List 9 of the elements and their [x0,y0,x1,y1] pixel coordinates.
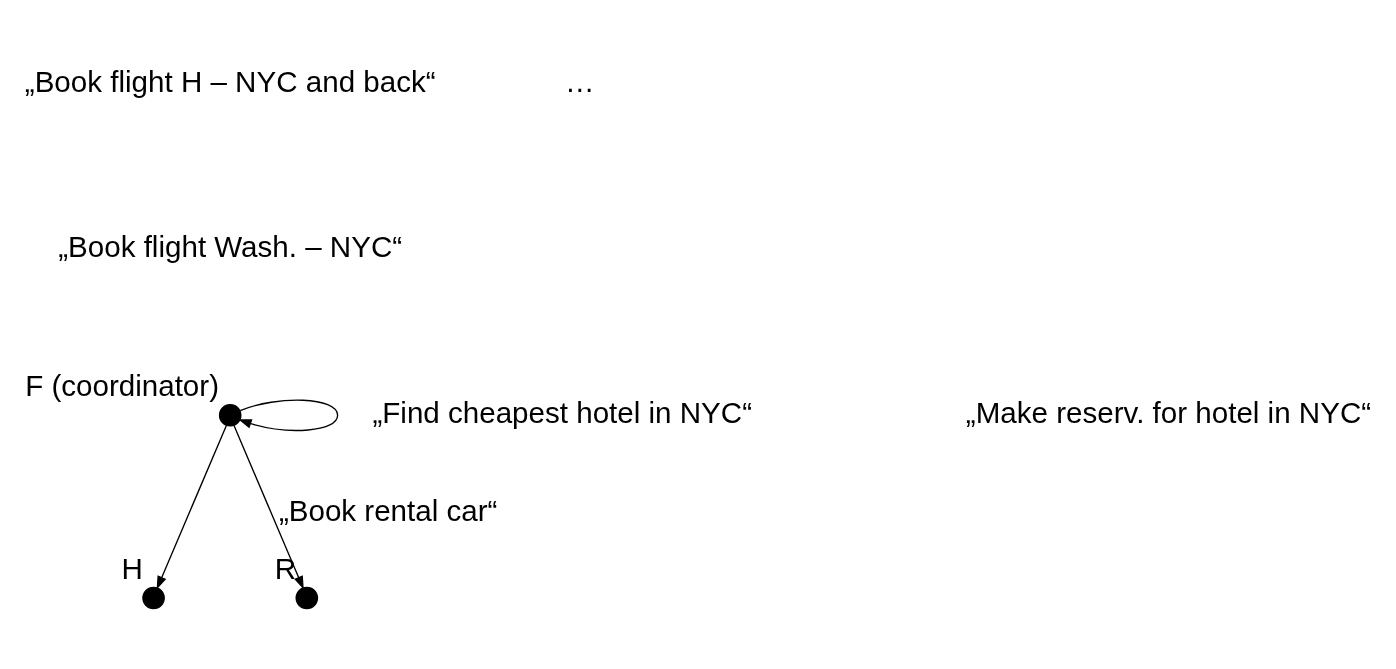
node-label: H [121,551,143,585]
label: „Book flight H – NYC and back“ [24,65,436,99]
edge-label: „Book rental car“ [278,493,498,527]
label: … [564,65,595,99]
node-label: F (coordinator) [25,369,220,403]
node-label: R [274,551,297,585]
label: „Find cheapest hotel in NYC“ [372,395,753,429]
label: „Book flight Wash. – NYC“ [58,230,403,264]
label: „Make reserv. for hotel in NYC“ [965,395,1372,429]
